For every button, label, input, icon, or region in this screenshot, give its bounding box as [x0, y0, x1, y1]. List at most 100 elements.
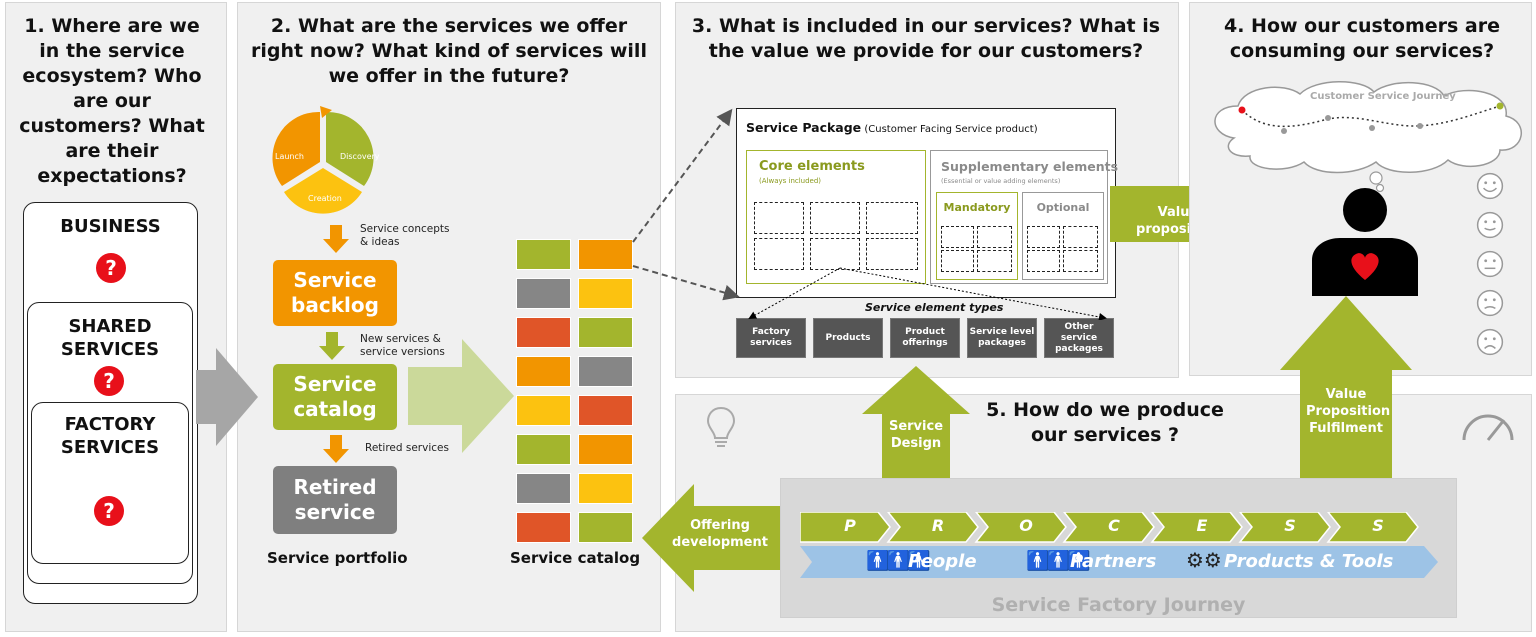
service-element-type: Product offerings: [890, 318, 960, 358]
catalog-cell: [516, 512, 571, 543]
customer-service-journey-label: Customer Service Journey: [1310, 91, 1456, 102]
satisfaction-face-icon: [1476, 250, 1504, 278]
service-lifecycle-wheel: [272, 106, 374, 214]
retired-note: Retired services: [365, 442, 449, 454]
core-element-slot: [810, 202, 860, 234]
satisfaction-face-icon: [1476, 172, 1504, 200]
business-label: BUSINESS: [60, 216, 161, 237]
panel-2-title: 2. What are the services we offer right …: [251, 15, 647, 87]
resources-row: 🚹🚹🚹 People 🚹🚹🚹 Partners ⚙⚙ Products & To…: [860, 548, 1420, 575]
catalog-cell: [578, 356, 633, 387]
catalog-cell: [578, 434, 633, 465]
service-catalog-caption: Service catalog: [510, 549, 641, 567]
satisfaction-face-icon: [1476, 328, 1504, 356]
products-tools-label: Products & Tools: [1224, 551, 1394, 572]
flow-arrow-light-green: [408, 339, 514, 453]
catalog-cell: [578, 317, 633, 348]
catalog-cell: [516, 395, 571, 426]
mandatory-slot: [941, 250, 974, 272]
service-design-label: Service Design: [888, 419, 944, 451]
optional-slot: [1063, 226, 1098, 248]
lifecycle-creation: Creation: [308, 194, 342, 203]
customer-person-icon: [1312, 188, 1418, 296]
core-elements-note: (Always included): [759, 177, 822, 185]
concepts-note: Service concepts & ideas: [360, 223, 450, 248]
service-element-type: Other service packages: [1044, 318, 1114, 358]
mandatory-slot: [941, 226, 974, 248]
question-icon: ?: [94, 366, 124, 396]
process-letter: O: [1019, 516, 1033, 535]
catalog-cell: [578, 473, 633, 504]
mandatory-slot: [977, 250, 1012, 272]
lightbulb-icon: [706, 406, 736, 447]
service-design-arrow: [862, 366, 970, 478]
optional-slot: [1027, 250, 1060, 272]
value-fulfilment-arrow: [1280, 296, 1412, 478]
partners-label: Partners: [1070, 551, 1157, 572]
core-element-slot: [754, 238, 804, 270]
process-chevron: [1062, 512, 1155, 543]
catalog-cell: [516, 434, 571, 465]
down-arrow-icon: [323, 435, 349, 463]
new-services-note: New services & service versions: [360, 333, 445, 358]
resources-band: [800, 546, 1438, 578]
service-catalog-box: Service catalog: [273, 364, 397, 430]
core-element-slot: [754, 202, 804, 234]
people-icon: 🚹🚹🚹: [866, 550, 931, 572]
process-letter: S: [1284, 516, 1296, 535]
panel-3-title: 3. What is included in our services? Wha…: [691, 15, 1161, 62]
service-element-type: Service level packages: [967, 318, 1037, 358]
question-icon: ?: [96, 253, 126, 283]
optional-slot: [1063, 250, 1098, 272]
service-catalog-grid: [516, 239, 634, 545]
core-elements-label: Core elements: [759, 159, 865, 174]
catalog-cell: [578, 278, 633, 309]
panel-1-title: 1. Where are we in the service ecosystem…: [19, 15, 205, 187]
down-arrow-icon: [323, 225, 349, 253]
supplementary-note: (Essential or value adding elements): [941, 177, 1061, 185]
catalog-cell: [516, 239, 571, 270]
service-backlog-box: Service backlog: [273, 260, 397, 326]
gears-icon: ⚙⚙: [1186, 548, 1222, 572]
optional-slot: [1027, 226, 1060, 248]
service-element-types-title: Service element types: [865, 301, 1004, 314]
supplementary-label: Supplementary elements: [941, 159, 1119, 174]
core-element-slot: [866, 238, 918, 270]
process-letter: P: [844, 516, 856, 535]
process-chevrons: [800, 512, 1438, 578]
process-chevron: [974, 512, 1067, 543]
package-title-rest: (Customer Facing Service product): [861, 124, 1038, 135]
catalog-cell: [578, 395, 633, 426]
service-portfolio-caption: Service portfolio: [267, 549, 408, 567]
service-element-type: Products: [813, 318, 883, 358]
process-chevron: [1150, 512, 1243, 543]
value-fulfilment-label: Value Proposition Fulfilment: [1306, 387, 1391, 436]
catalog-cell: [516, 356, 571, 387]
optional-label: Optional: [1036, 201, 1090, 214]
question-icon: ?: [94, 496, 124, 526]
service-package-title: Service Package (Customer Facing Service…: [746, 120, 1038, 135]
thought-cloud: [1214, 81, 1523, 192]
process-letter: R: [931, 516, 945, 535]
down-arrow-icon: [319, 332, 345, 360]
people-label: People: [908, 551, 977, 572]
lifecycle-launch: Launch: [275, 152, 304, 161]
process-chevron: [1326, 512, 1419, 543]
process-letter: S: [1372, 516, 1384, 535]
service-element-type: Factory services: [736, 318, 806, 358]
core-element-slot: [866, 202, 918, 234]
panel-5-title: 5. How do we produce our services ?: [986, 399, 1224, 446]
core-element-slot: [810, 238, 860, 270]
panel-4-title: 4. How our customers are consuming our s…: [1223, 15, 1501, 62]
process-letter: E: [1196, 516, 1208, 535]
catalog-cell: [578, 239, 633, 270]
service-factory-journey-label: Service Factory Journey: [991, 594, 1246, 616]
catalog-cell: [516, 317, 571, 348]
mandatory-slot: [977, 226, 1012, 248]
lifecycle-discovery: Discovery: [340, 152, 380, 161]
satisfaction-face-icon: [1476, 289, 1504, 317]
shared-services-label: SHARED SERVICES: [60, 316, 160, 360]
offering-development-label: Offering development: [672, 518, 768, 550]
process-chevron: [1238, 512, 1331, 543]
catalog-cell: [578, 512, 633, 543]
